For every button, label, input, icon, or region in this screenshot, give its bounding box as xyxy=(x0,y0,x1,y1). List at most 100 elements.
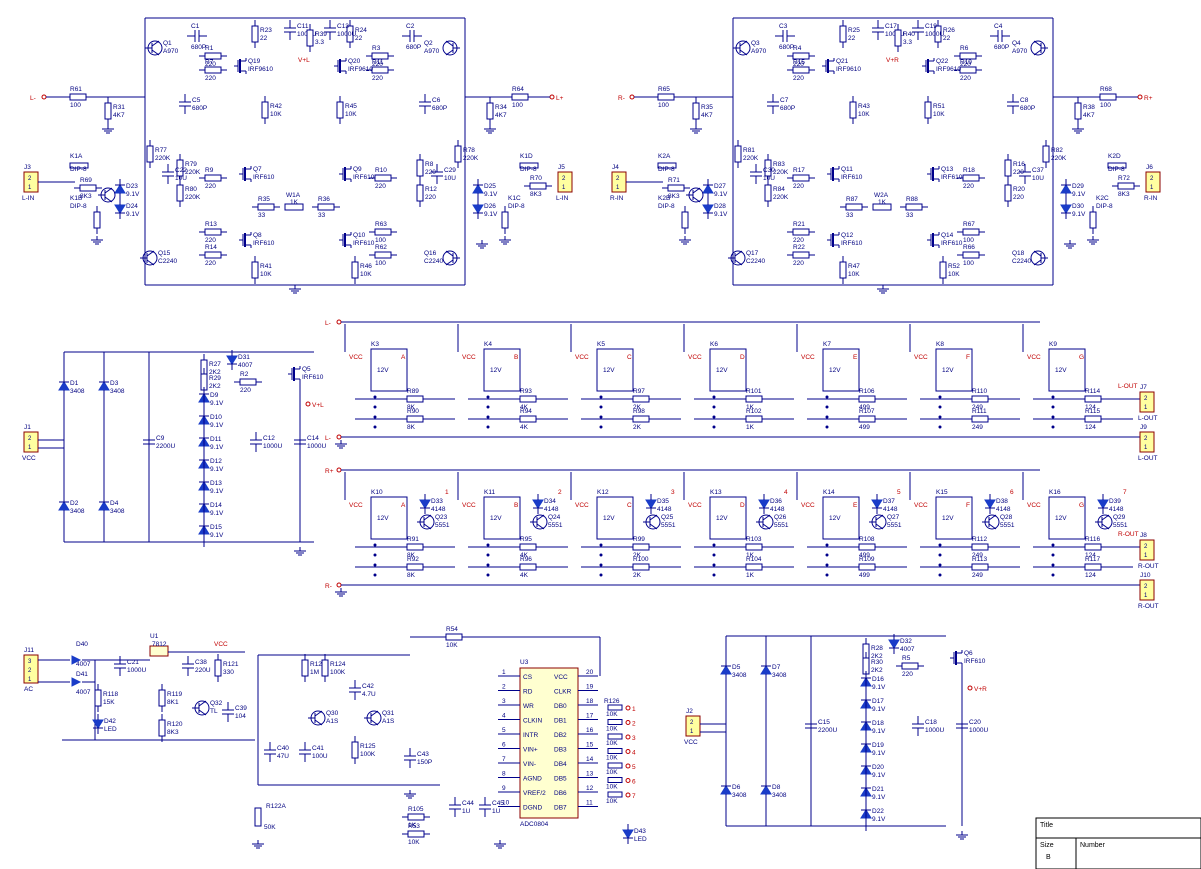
adc-pin-right-number: 13 xyxy=(586,771,594,778)
resistor-r121 xyxy=(214,659,222,677)
resistor-220k-2-value: 220K xyxy=(773,194,789,201)
wire xyxy=(739,40,748,47)
input-net xyxy=(41,94,47,100)
relay-contact-dot xyxy=(599,543,603,547)
bridge-diode-4 xyxy=(760,785,772,795)
resistor-mid-r xyxy=(924,101,932,119)
resistor-r-top-r-value: 22 xyxy=(355,35,363,42)
relay-coil-voltage: 12V xyxy=(490,515,502,522)
relay-part: DIP-8 xyxy=(658,203,675,210)
relay-coil-K11 xyxy=(483,496,521,540)
adc-pin-right-number: 17 xyxy=(586,713,594,720)
mosfet-n-right-bot-part: IRF610 xyxy=(353,240,375,247)
relay-resistor-top-value: 1K xyxy=(746,404,755,411)
bridge-diode-3-ref: D6 xyxy=(732,784,741,791)
relay-tag: E xyxy=(853,502,858,509)
capacitor-bulk-value: 2200U xyxy=(156,443,175,450)
resistor-gate-r2-ref: R66 xyxy=(963,244,975,251)
wire xyxy=(314,710,323,717)
capacitor-mid-r-ref: C6 xyxy=(432,97,441,104)
relay-coil-voltage: 12V xyxy=(829,367,841,374)
bridge-diode-1-value: 3408 xyxy=(70,388,85,395)
bank-connector-2 xyxy=(1139,431,1155,453)
mosfet-p-left-part: IRF9610 xyxy=(836,66,861,73)
mosfet-n-left-bot-part: IRF610 xyxy=(841,240,863,247)
relay-resistor-bottom-ref: R102 xyxy=(746,408,762,415)
capacitor-top-left-value: 680P xyxy=(779,44,794,51)
resistor-10k-in xyxy=(79,184,97,192)
relay-flyback-diode xyxy=(984,499,996,509)
resistor-gate-l1-value: 220 xyxy=(793,183,804,190)
relay-contact-dot xyxy=(373,395,377,399)
zener-diode-4-value: 9.1V xyxy=(484,211,498,218)
relay-tag: D xyxy=(740,502,745,509)
adc-output-number: 6 xyxy=(632,779,636,786)
mosfet-n-left-bot-ref: Q12 xyxy=(841,232,854,239)
capacitor-c-r-ref: C29 xyxy=(444,167,456,174)
capacitor-mid-r-value: 680P xyxy=(1020,105,1035,112)
resistor-emit-r xyxy=(939,261,947,279)
adc-pin-left-number: 2 xyxy=(502,684,506,691)
bank-connector-2-pin: 1 xyxy=(1144,445,1148,451)
led-d43 xyxy=(622,829,634,839)
relay-resistor-bottom xyxy=(858,563,876,571)
zener-ladder-2-value: 9.1V xyxy=(210,422,224,429)
resistor-bias-2 xyxy=(905,203,923,211)
capacitor-big-r-value: 1000U xyxy=(925,31,944,38)
bridge-diode-4-value: 3408 xyxy=(110,508,125,515)
relay-resistor-bottom-ref: R113 xyxy=(972,556,987,563)
relay-resistor-bottom xyxy=(745,563,763,571)
resistor-out-ref: R68 xyxy=(1100,86,1112,93)
connector-psu-label: VCC xyxy=(22,455,36,462)
relay-coil-K5 xyxy=(596,348,634,392)
zener-diode-3-value: 9.1V xyxy=(484,191,498,198)
transistor-q-top-right-ref: Q2 xyxy=(424,40,433,47)
relay-resistor-bottom xyxy=(632,563,650,571)
resistor-bias-l-ref: R81 xyxy=(743,147,755,154)
zener-diode-2 xyxy=(114,204,126,214)
resistor-shunt-in xyxy=(692,102,700,120)
regulator-ref: U1 xyxy=(150,633,159,640)
potentiometer xyxy=(872,203,892,211)
adc-pin-left-name: VIN+ xyxy=(523,747,538,754)
adc-pin-right-name: DB4 xyxy=(554,761,567,768)
adc-output-resistor-value: 10K xyxy=(606,784,618,791)
resistor-8k3 xyxy=(681,211,689,229)
transistor-q-bot-left-ref: Q15 xyxy=(158,250,171,257)
relay-driver-transistor-ref: Q29 xyxy=(1113,514,1126,521)
relay-resistor-bottom-value: 2K xyxy=(633,424,642,431)
adc-output-number: 1 xyxy=(632,706,636,713)
wire xyxy=(151,49,160,56)
resistor-top-r2-value: 220 xyxy=(372,75,383,82)
resistor-bias-l xyxy=(734,145,742,163)
relay-resistor-top xyxy=(519,543,537,551)
relay-resistor-top xyxy=(406,395,424,403)
mosfet-p-right xyxy=(339,59,341,73)
resistor-220k-1-value: 220K xyxy=(773,169,789,176)
resistor-gate-r3-ref: R63 xyxy=(375,221,387,228)
diode-ref: D40 xyxy=(76,641,88,648)
potentiometer-ref: W2A xyxy=(874,192,889,199)
connector-input-2-label: L-IN xyxy=(556,195,569,202)
connector-psu-pin: 2 xyxy=(28,436,32,442)
adc-output-resistor-value: 10K xyxy=(606,798,618,805)
relay-part: DIP-8 xyxy=(520,166,537,173)
relay-tag: C xyxy=(627,354,632,361)
relay-flyback-diode-value: 4148 xyxy=(883,506,898,513)
adc-output-resistor xyxy=(607,719,623,725)
title-block-frame xyxy=(1035,817,1201,869)
capacitor-c45-ref: C45 xyxy=(492,800,504,807)
resistor-ladder-2-ref: R30 xyxy=(871,659,883,666)
relay-tag: F xyxy=(966,354,970,361)
relay-coil-K12 xyxy=(596,496,634,540)
transistor-q32-part: TL xyxy=(210,708,218,715)
capacitor-big-r-value: 1000U xyxy=(337,31,356,38)
resistor-r119-value: 8K1 xyxy=(167,699,179,706)
resistor-gate-l1-value: 220 xyxy=(205,183,216,190)
adc-pin-right-name: DB6 xyxy=(554,790,567,797)
zener-ladder-5-ref: D20 xyxy=(872,764,884,771)
zener-ladder-5-value: 9.1V xyxy=(210,488,224,495)
adc-pin-left-number: 10 xyxy=(502,800,510,807)
relay-resistor-bottom xyxy=(406,415,424,423)
wire xyxy=(692,196,701,203)
